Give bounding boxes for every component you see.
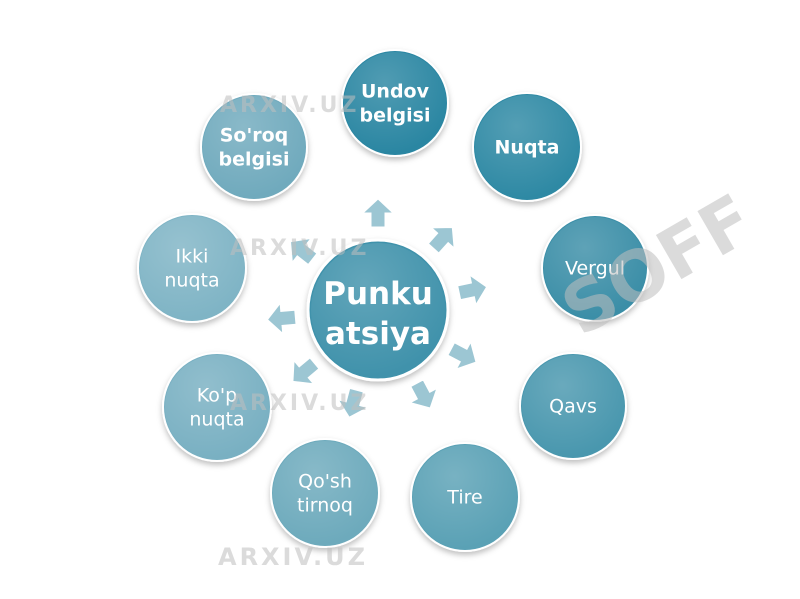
arrow-kop-nuqta — [292, 357, 320, 385]
node-label: Undov — [361, 81, 430, 103]
watermark-text: ARXIV.UZ — [218, 543, 368, 571]
arrow-undov-belgisi — [361, 198, 395, 228]
arrow-nuqta — [427, 226, 455, 254]
node-label: nuqta — [189, 409, 244, 431]
center-label: atsiya — [325, 316, 431, 352]
center-label: Punku — [323, 276, 433, 312]
watermark-text: ARXIV.UZ — [220, 93, 359, 118]
center-node: Punku atsiya — [306, 238, 450, 382]
watermark-logo-text: SOFF — [548, 178, 767, 352]
node-label: Vergul — [565, 258, 625, 280]
arrow-vergul — [457, 274, 488, 306]
node-qavs: Qavs — [519, 352, 627, 460]
node-label: Ikki — [176, 246, 209, 268]
node-label: Nuqta — [495, 137, 560, 159]
node-label: tirnoq — [297, 495, 353, 517]
node-label: Qavs — [549, 396, 597, 418]
node-label: belgisi — [219, 149, 290, 171]
node-label: So'roq — [220, 125, 289, 147]
node-label: Tire — [446, 487, 482, 509]
node-label: nuqta — [164, 270, 219, 292]
node-label: belgisi — [360, 105, 431, 127]
arrow-soroq-belgisi — [289, 237, 318, 266]
nodes-layer: UndovbelgisiNuqtaVergulQavsTireQo'shtirn… — [137, 49, 649, 552]
node-label: Qo'sh — [298, 471, 352, 493]
node-nuqta: Nuqta — [472, 92, 582, 202]
arrow-qoshtirnoq — [337, 387, 369, 418]
watermark-text: ARXIV.UZ — [230, 236, 369, 261]
watermark-text: ARXIV.UZ — [230, 391, 369, 416]
arrow-qavs — [447, 340, 477, 370]
node-tire: Tire — [410, 442, 520, 552]
node-label: Ko'p — [197, 385, 237, 407]
arrow-tire — [408, 379, 438, 409]
arrow-ikki-nuqta — [266, 302, 297, 335]
node-vergul: Vergul — [541, 214, 649, 322]
arrows-layer — [266, 198, 488, 418]
